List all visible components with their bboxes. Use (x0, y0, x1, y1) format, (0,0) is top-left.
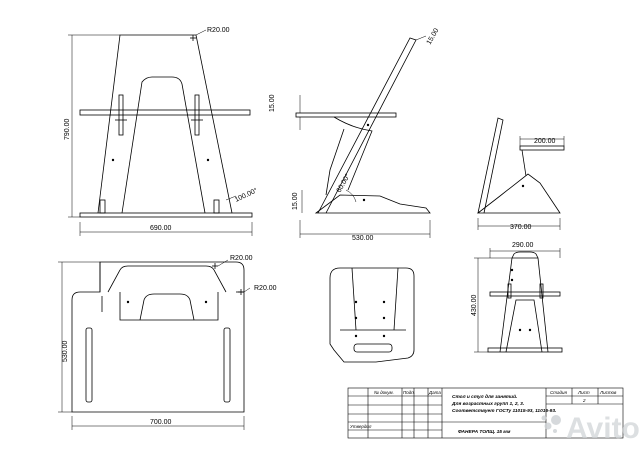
front-radius-label: R20.00 (207, 27, 230, 34)
side-view (295, 37, 431, 214)
avito-watermark-text: Avito (566, 412, 640, 445)
side-width-label: 530.00 (352, 235, 374, 242)
front-angle-label: 100.00° (233, 186, 259, 204)
description-line-2: Для возрастных групп 1, 2, 3. (451, 401, 524, 407)
col-sheet-label: Лист (577, 390, 590, 395)
title-block (347, 387, 624, 439)
small-seat-label: 200.00 (534, 138, 556, 145)
side-lower-label: 15.00 (292, 192, 299, 210)
side-top-label: 15.00 (426, 27, 441, 46)
plan-view (71, 261, 245, 413)
plan-radius-1-label: R20.00 (230, 255, 253, 262)
chair-height-label: 430.00 (471, 294, 478, 316)
material-label: ФАНЕРА ТОЛЩ. 15 мм (458, 429, 511, 435)
chair-side-view (476, 117, 565, 214)
front-height-label: 790.00 (64, 118, 71, 140)
col-sign-label: Подп. (403, 390, 415, 395)
plan-view-dimensions (58, 259, 251, 430)
chair-width-label: 290.00 (512, 242, 534, 249)
front-width-label: 690.00 (150, 225, 172, 232)
chair-side-dimensions (477, 136, 565, 230)
chair-plan-view (329, 267, 415, 363)
side-view-dimensions (299, 35, 431, 238)
chair-front-dimensions (474, 248, 561, 353)
front-view (79, 34, 253, 218)
plan-height-label: 530.00 (62, 340, 69, 362)
sheets-value: 2 (582, 398, 586, 403)
avito-watermark: Avito (541, 412, 640, 445)
col-date-label: Дата (428, 390, 441, 395)
col-doc-label: № докум. (374, 390, 394, 395)
side-left-label: 15.00 (269, 94, 276, 112)
plan-radius-2-label: R20.00 (254, 285, 277, 292)
front-view-dimensions (68, 29, 253, 236)
description-line-3: Соответствует ГОСТу 11015-93, 11016-93. (452, 408, 556, 414)
col-sheets-label: Листов (599, 390, 617, 395)
description-line-1: Стол и стул для занятий. (452, 393, 517, 400)
plan-width-label: 700.00 (150, 419, 172, 426)
small-base-label: 370.00 (510, 224, 532, 231)
chair-front-view (487, 251, 563, 353)
row-approved-label: Утвердил (350, 424, 372, 429)
col-stage-label: Стадия (550, 390, 567, 395)
